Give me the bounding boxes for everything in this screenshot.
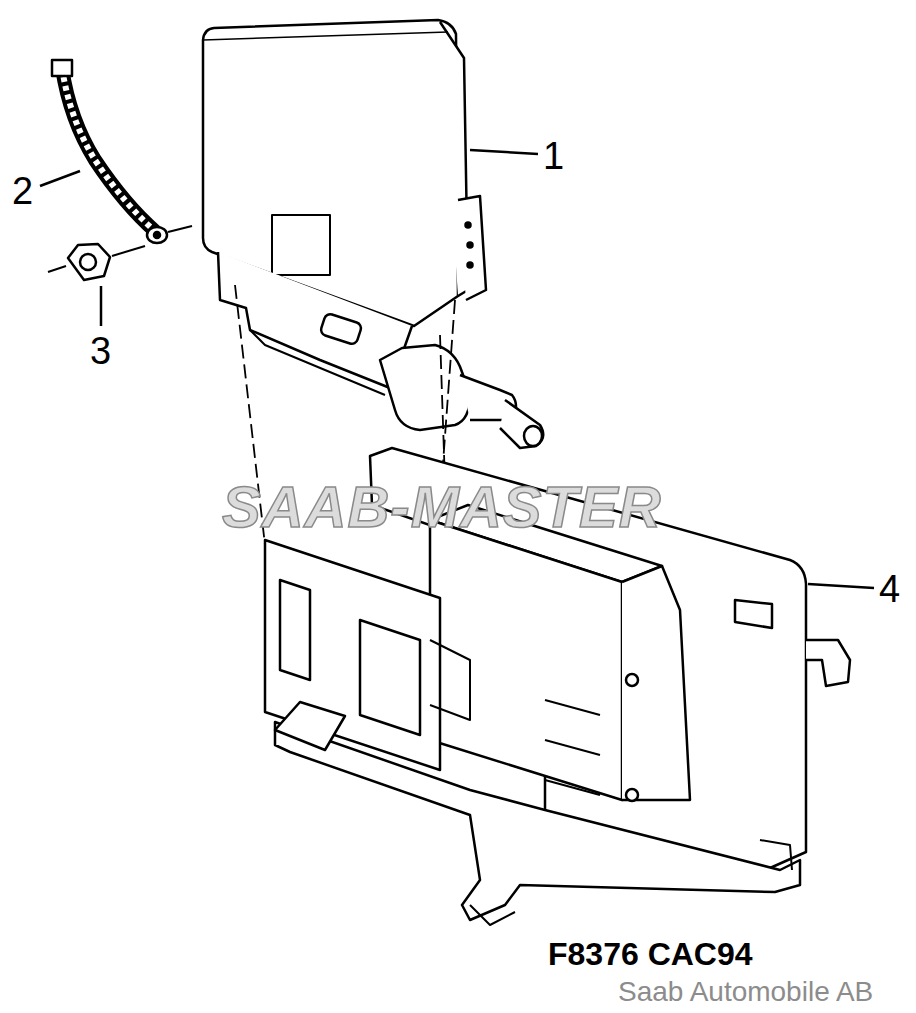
eyelet-hole xyxy=(154,232,160,238)
bracket-pivot xyxy=(626,674,638,686)
axis-line xyxy=(168,226,192,232)
callout-number: 1 xyxy=(543,137,564,175)
leader-line xyxy=(100,286,103,326)
nut-bore xyxy=(80,254,96,270)
connector-latch xyxy=(320,313,363,346)
ground-strap xyxy=(62,68,156,232)
ecu-edge xyxy=(203,32,448,40)
figure-code: F8376 CAC94 xyxy=(548,938,753,970)
bracket-box-side xyxy=(622,566,690,800)
axis-line xyxy=(112,246,145,256)
harness-end xyxy=(500,400,543,448)
bracket-foot-tab xyxy=(470,905,515,925)
callout-number: 3 xyxy=(90,332,111,370)
callout-number: 4 xyxy=(879,570,900,608)
connector-edge xyxy=(250,330,385,395)
harness-plug xyxy=(380,345,470,430)
bracket-foot xyxy=(275,702,345,750)
ecu-mount-tab xyxy=(458,196,486,300)
bracket-window xyxy=(360,620,420,735)
bracket-slot xyxy=(735,600,772,628)
watermark: SAAB-MASTER xyxy=(222,478,662,536)
bracket-box-front xyxy=(430,520,622,800)
tab-dot xyxy=(466,223,471,228)
bracket-hook xyxy=(806,640,850,686)
tab-dot xyxy=(468,243,473,248)
leader-line xyxy=(470,150,538,154)
bracket-rib xyxy=(545,700,600,795)
nut xyxy=(68,244,110,280)
leader-line xyxy=(808,584,874,588)
axis-line xyxy=(48,266,66,272)
callout-number: 2 xyxy=(12,172,33,210)
tab-dot xyxy=(468,263,473,268)
bracket-clip xyxy=(430,640,470,720)
bracket-pivot xyxy=(626,789,638,801)
bracket-base xyxy=(275,722,800,920)
leader-line xyxy=(40,171,80,186)
bracket-window xyxy=(280,580,310,680)
strap-terminal xyxy=(52,60,72,76)
bracket-tab xyxy=(760,840,792,870)
copyright-note: Saab Automobile AB xyxy=(618,978,873,1006)
harness-end-face xyxy=(524,426,542,446)
strap-eyelet xyxy=(147,227,167,243)
ecu-label-plate xyxy=(272,215,330,275)
strap-braid xyxy=(62,68,156,232)
bracket-front-plate xyxy=(265,540,440,770)
